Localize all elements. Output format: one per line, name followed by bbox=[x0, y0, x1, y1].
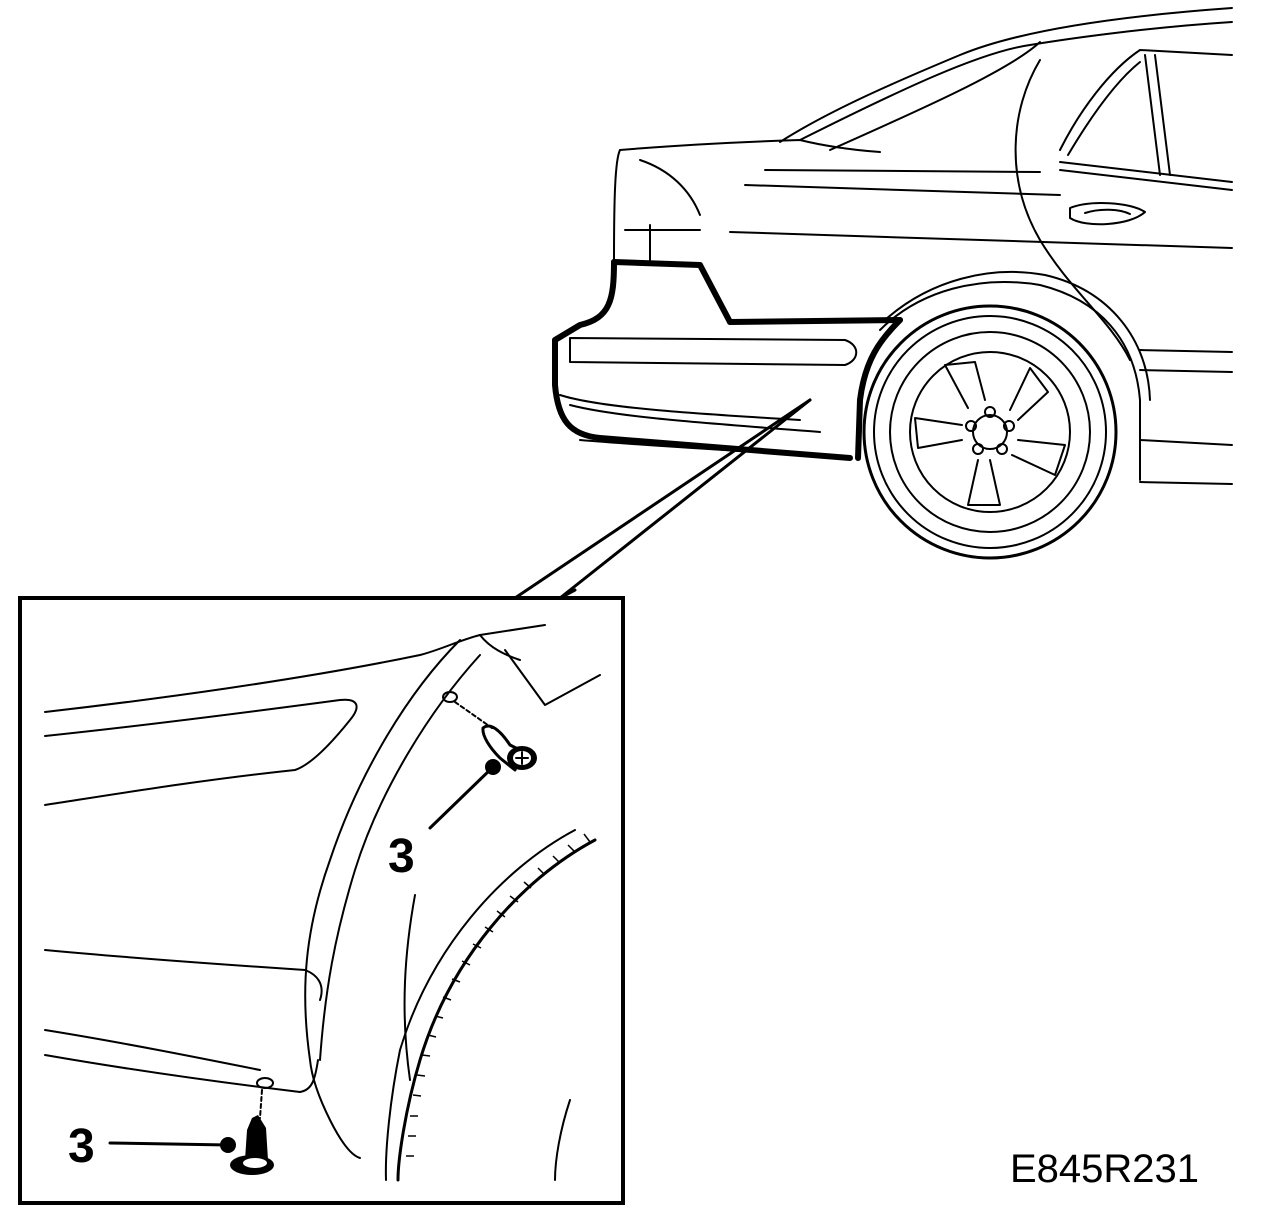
tyre-tread bbox=[406, 833, 591, 1157]
figure-code: E845R231 bbox=[1010, 1147, 1199, 1191]
callout-label: 3 bbox=[68, 1120, 95, 1173]
car-overview bbox=[513, 7, 1233, 600]
callout-leader bbox=[428, 765, 495, 830]
lower-clip bbox=[220, 1077, 274, 1175]
detail-view: 3 3 bbox=[18, 588, 625, 1205]
callout-leader bbox=[108, 1141, 230, 1147]
upper-clip bbox=[442, 691, 537, 775]
callout-label: 3 bbox=[388, 830, 415, 883]
